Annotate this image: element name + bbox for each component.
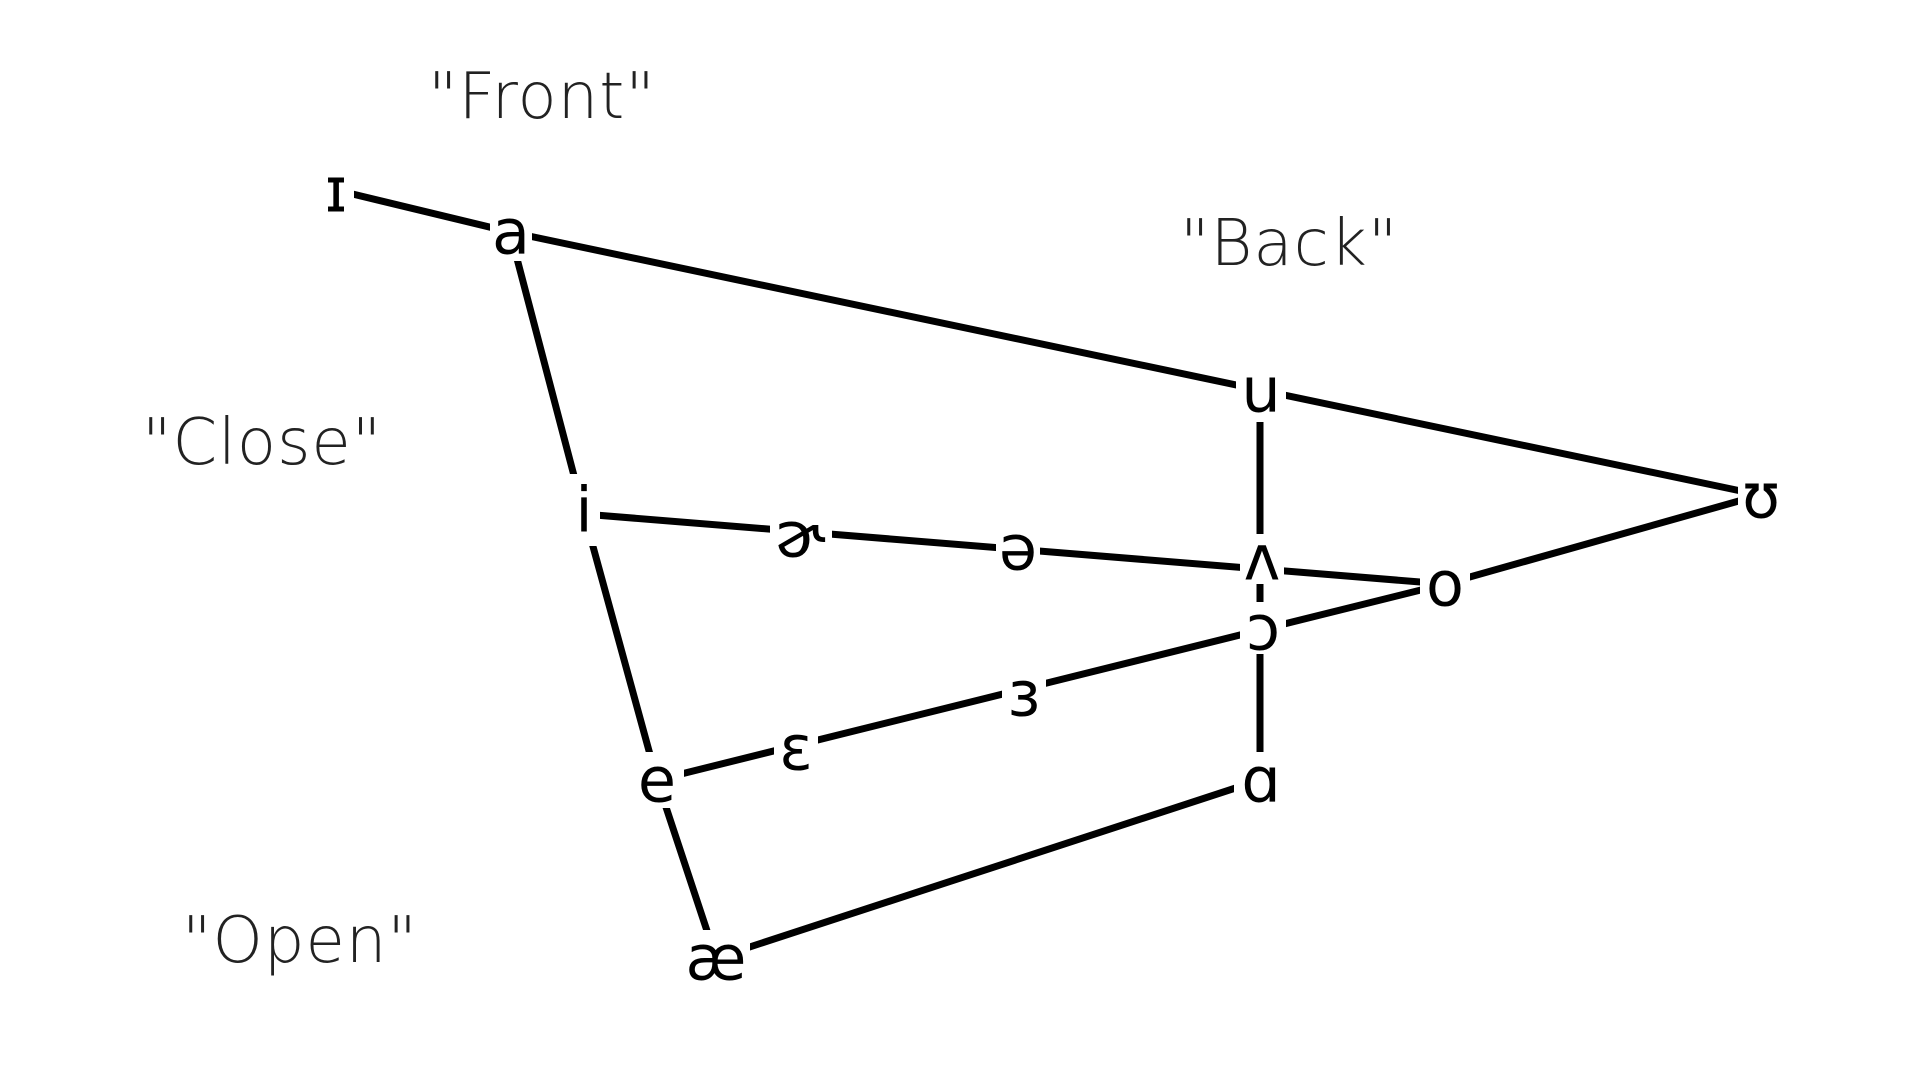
edge-o-to-near-close-back <box>1441 491 1764 588</box>
vowel-node-u: u <box>1236 354 1286 427</box>
vowel-node-schwa: ə <box>996 512 1040 585</box>
vowel-node-i: i <box>568 474 600 547</box>
label-back: "Back" <box>1180 207 1398 281</box>
vowel-node-open-o: ɔ <box>1240 592 1286 665</box>
vowel-reversed-epsilon: ɜ <box>1008 658 1041 731</box>
label-open: "Open" <box>182 904 418 978</box>
axis-labels: "Front" "Back" "Close" "Open" <box>142 60 1398 978</box>
vowel-ash: æ <box>686 922 747 995</box>
vowel-u: u <box>1241 354 1280 427</box>
vowel-i: i <box>575 474 592 547</box>
label-close: "Close" <box>142 406 382 480</box>
edge-a-to-i <box>506 228 587 514</box>
edge-u-to-near-close-back <box>1256 386 1764 499</box>
vowel-node-near-close-back: ʊ <box>1738 460 1784 533</box>
edges <box>332 186 1764 962</box>
label-front: "Front" <box>428 60 656 134</box>
vowel-near-close-back: ʊ <box>1742 460 1780 533</box>
vowel-node-script-a: ɑ <box>1234 744 1288 817</box>
vowel-near-close-front: ɪ <box>324 154 347 227</box>
vowel-e: e <box>638 744 676 817</box>
vowel-script-a: ɑ <box>1241 744 1280 817</box>
vowel-open-o: ɔ <box>1246 592 1280 665</box>
vowel-o: o <box>1426 548 1464 621</box>
edge-a-to-u <box>506 228 1264 394</box>
vowel-node-reversed-epsilon: ɜ <box>1002 658 1046 731</box>
edge-e-to-ash <box>653 776 720 962</box>
vowel-a: a <box>492 196 530 269</box>
edge-i-near-close-to-a <box>332 186 514 236</box>
vowel-node-epsilon: ɛ <box>774 712 818 785</box>
vowel-node-o: o <box>1420 548 1470 621</box>
vowel-node-a: a <box>490 196 532 269</box>
edge-i-to-e <box>579 506 661 784</box>
vowel-nodes: ɪ a u ʊ i ɚ ə ʌ <box>318 154 1784 995</box>
vowel-wedge: ʌ <box>1244 522 1281 595</box>
edge-ash-to-script-a <box>712 776 1264 962</box>
vowel-schwa: ə <box>999 512 1037 585</box>
vowel-node-e: e <box>630 744 684 817</box>
vowel-schwar: ɚ <box>775 499 826 572</box>
vowel-node-near-close-front: ɪ <box>318 154 354 227</box>
vowel-node-wedge: ʌ <box>1240 522 1284 595</box>
vowel-node-schwar: ɚ <box>770 499 832 572</box>
vowel-node-ash: æ <box>682 922 750 995</box>
vowel-epsilon: ɛ <box>779 712 813 785</box>
